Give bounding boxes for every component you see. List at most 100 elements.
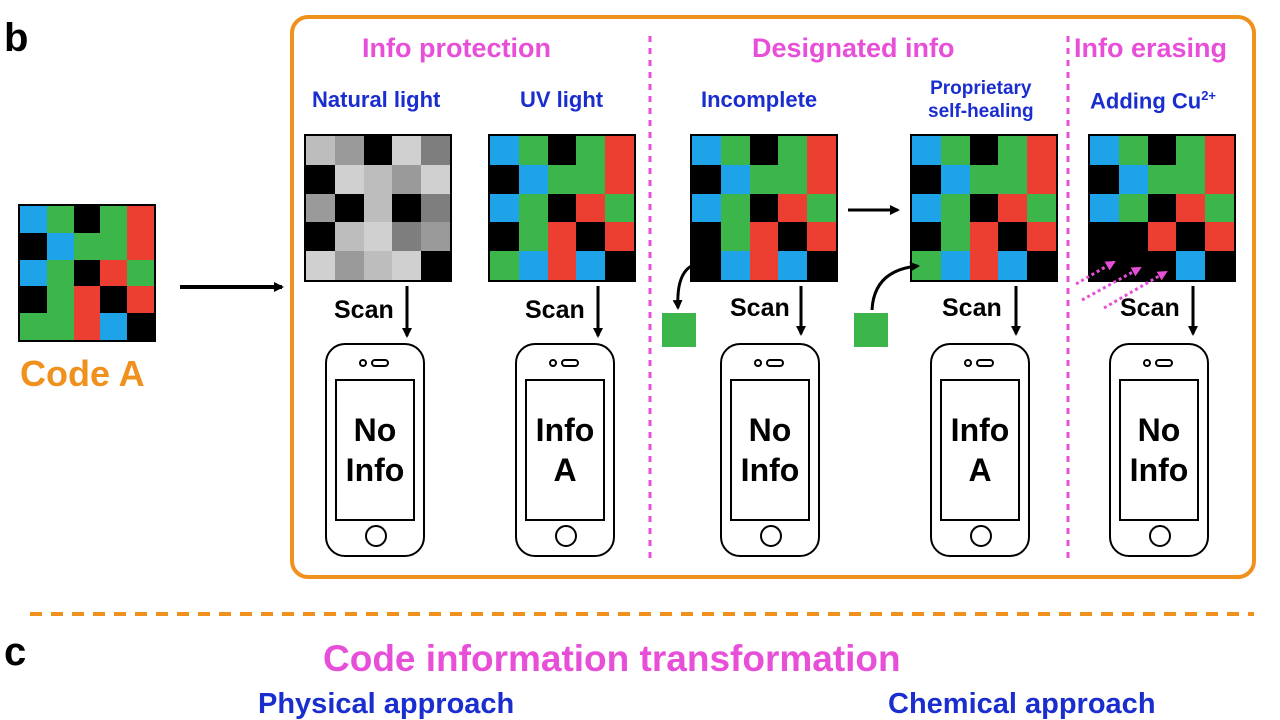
- code-cell: [720, 136, 750, 165]
- code-cell: [73, 313, 101, 340]
- phone-screen: Info A: [525, 379, 605, 521]
- code-cell: [547, 136, 577, 165]
- code-cell: [421, 164, 450, 194]
- scan-label-uv: Scan: [525, 296, 585, 324]
- piece-removed-arrow: [672, 262, 697, 310]
- column-title-proprietary-line1: Proprietary: [930, 78, 1032, 99]
- phone-speaker: [976, 359, 994, 367]
- code-cell: [1147, 222, 1177, 252]
- code-cell: [100, 313, 128, 340]
- phone-home-button: [555, 525, 577, 547]
- screen-line-1: No: [748, 412, 792, 448]
- code-cell: [778, 251, 808, 280]
- code-cell: [46, 232, 74, 260]
- code-cell: [940, 222, 970, 252]
- code-cell: [1176, 222, 1206, 252]
- code-cell: [363, 164, 393, 194]
- code-cell: [969, 222, 999, 252]
- code-cell: [421, 222, 450, 252]
- code-cell: [720, 193, 750, 223]
- code-cell: [1147, 136, 1177, 165]
- code-cell: [20, 232, 47, 260]
- code-cell: [1176, 164, 1206, 194]
- phone-proprietary: Info A: [930, 343, 1030, 557]
- code-cell: [392, 251, 422, 280]
- code-cell: [46, 259, 74, 287]
- code-cell: [127, 259, 154, 287]
- code-cell: [100, 286, 128, 314]
- code-cell: [807, 251, 836, 280]
- code-cell: [1176, 136, 1206, 165]
- code-cell: [306, 136, 335, 165]
- phone-camera: [549, 359, 557, 367]
- panel-c-title: Code information transformation: [323, 638, 901, 679]
- code-cell: [1090, 193, 1119, 223]
- code-cell: [998, 193, 1028, 223]
- code-cell: [306, 222, 335, 252]
- code-a-label: Code A: [20, 353, 145, 394]
- code-cell: [334, 193, 364, 223]
- phone-uv: Info A: [515, 343, 615, 557]
- code-cell: [1090, 164, 1119, 194]
- code-cell: [334, 136, 364, 165]
- section-title-erasing: Info erasing: [1074, 33, 1228, 63]
- code-cell: [778, 193, 808, 223]
- code-cell: [940, 164, 970, 194]
- code-cell: [100, 259, 128, 287]
- code-cell: [46, 313, 74, 340]
- chemical-approach-label: Chemical approach: [888, 688, 1156, 720]
- screen-line-1: Info: [950, 412, 1010, 448]
- code-cell: [912, 222, 941, 252]
- column-title-cu-main: Adding Cu: [1090, 88, 1202, 114]
- cu-ion-arrow-2: [1081, 266, 1142, 302]
- screen-line-2: A: [553, 452, 577, 488]
- code-cell: [490, 136, 519, 165]
- code-cell: [547, 222, 577, 252]
- code-cell: [363, 251, 393, 280]
- screen-line-1: No: [353, 412, 397, 448]
- phone-camera: [754, 359, 762, 367]
- phone-speaker: [561, 359, 579, 367]
- phone-camera: [359, 359, 367, 367]
- code-cell: [421, 193, 450, 223]
- code-cell: [334, 222, 364, 252]
- code-cell: [392, 136, 422, 165]
- column-title-incomplete: Incomplete: [701, 87, 818, 112]
- scan-label-natural: Scan: [334, 296, 394, 324]
- code-cell: [807, 193, 836, 223]
- code-cell: [1118, 164, 1148, 194]
- natural-light-code-grid: [304, 134, 452, 282]
- scan-label-proprietary: Scan: [942, 294, 1002, 322]
- transformation-frame: [290, 15, 1256, 579]
- screen-line-1: No: [1137, 412, 1181, 448]
- code-cell: [1118, 136, 1148, 165]
- phone-home-button: [1149, 525, 1171, 547]
- code-cell: [363, 136, 393, 165]
- phone-speaker: [371, 359, 389, 367]
- code-cell: [306, 251, 335, 280]
- code-cell: [100, 206, 128, 233]
- cu-ion-arrow-3: [1103, 270, 1168, 310]
- code-cell: [605, 136, 634, 165]
- code-cell: [969, 251, 999, 280]
- code-cell: [998, 251, 1028, 280]
- code-cell: [127, 206, 154, 233]
- code-cell: [363, 193, 393, 223]
- phone-home-button: [365, 525, 387, 547]
- code-cell: [306, 193, 335, 223]
- code-cell: [490, 193, 519, 223]
- column-title-uv: UV light: [520, 87, 604, 112]
- missing-piece-square: [662, 313, 696, 347]
- code-cell: [912, 164, 941, 194]
- code-cell: [778, 136, 808, 165]
- code-cell: [692, 164, 721, 194]
- code-cell: [73, 206, 101, 233]
- code-cell: [692, 136, 721, 165]
- code-cell: [940, 193, 970, 223]
- code-cell: [720, 222, 750, 252]
- code-cell: [1205, 222, 1234, 252]
- phone-home-button: [760, 525, 782, 547]
- screen-line-2: Info: [740, 452, 800, 488]
- code-cell: [1118, 193, 1148, 223]
